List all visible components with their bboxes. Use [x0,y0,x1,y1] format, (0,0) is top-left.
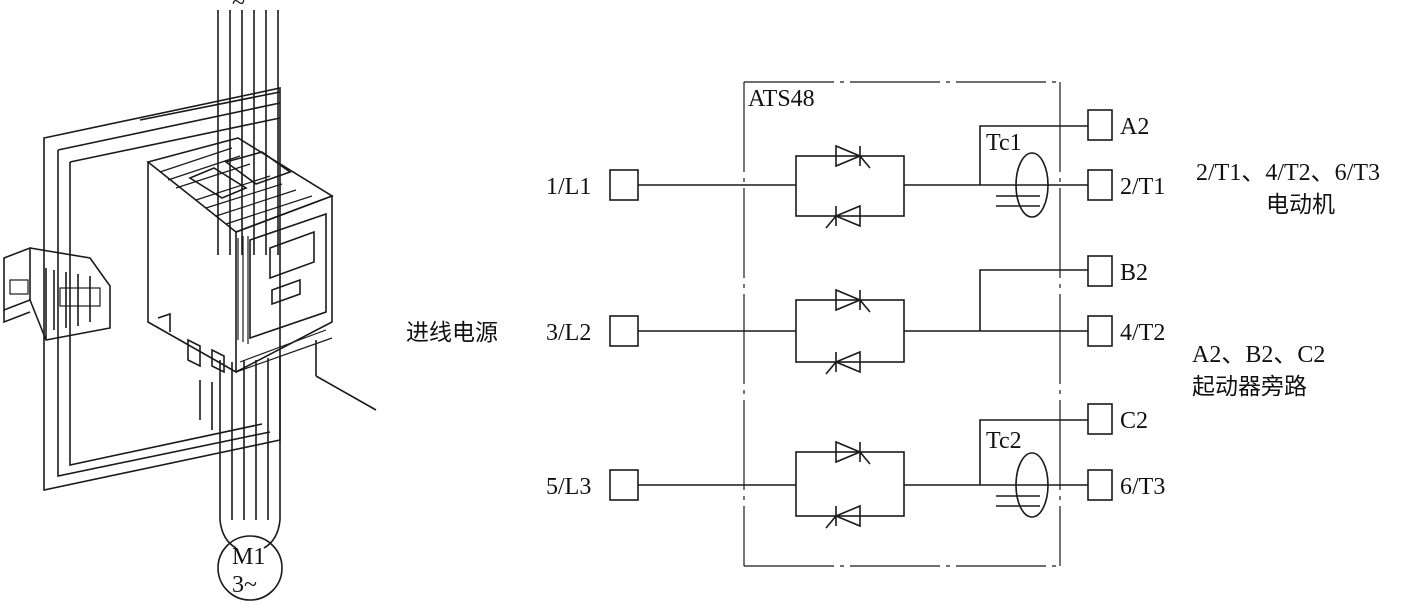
phase-1-thyristors: Tc1 [638,125,1088,229]
output-t3-label: 6/T3 [1120,474,1165,500]
bypass-contactor [3,246,111,341]
output-t2-terminal [1087,315,1113,347]
input-l3-label: 5/L3 [546,474,591,500]
output-t1-terminal [1087,169,1113,201]
phase-3-thyristors: Tc2 [638,419,1088,529]
input-l3-terminal [609,469,639,501]
annotations: 2/T1、4/T2、6/T3 电动机 A2、B2、C2 起动器旁路 [1192,160,1380,400]
input-l1-terminal [609,169,639,201]
output-t3-terminal [1087,469,1113,501]
motor-cables [199,340,377,549]
output-t1-label: 2/T1 [1120,174,1165,200]
bypass-c2-label: C2 [1120,408,1148,434]
bypass-a2-label: A2 [1120,114,1149,140]
bypass-c2-terminal [1087,403,1113,435]
bypass-note-line1: A2、B2、C2 [1192,342,1325,368]
supply-cables [217,10,279,255]
ct2-label: Tc2 [986,428,1022,454]
output-terminals: A2 2/T1 B2 4/T2 C2 6/T3 [1087,109,1165,501]
schematic-diagram: ATS48 1/L1 进线电源 3/L2 5/L3 Tc1 [406,81,1380,567]
bypass-b2-label: B2 [1120,260,1148,286]
incoming-power-label: 进线电源 [406,320,498,346]
output-t2-label: 4/T2 [1120,320,1165,346]
motor-symbol: M1 3~ [217,535,283,601]
pictorial-installation: ~ [3,0,377,601]
current-transformer-2 [1015,452,1049,518]
input-l2-terminal [609,315,639,347]
bypass-b2-terminal [1087,255,1113,287]
device-name: ATS48 [748,86,815,112]
motor-phase: 3~ [232,572,257,598]
supply-mark: ~ [232,0,245,16]
current-transformer-1 [1015,152,1049,218]
input-terminals: 1/L1 进线电源 3/L2 5/L3 [406,169,639,501]
motor-name: M1 [232,544,265,570]
soft-starter-unit [146,137,334,374]
input-l2-label: 3/L2 [546,320,591,346]
bypass-a2-terminal [1087,109,1113,141]
phase-2-thyristors [638,269,1088,375]
ct1-label: Tc1 [986,130,1022,156]
bypass-note-line2: 起动器旁路 [1192,374,1307,400]
motor-note-line2: 电动机 [1266,192,1335,218]
motor-note-line1: 2/T1、4/T2、6/T3 [1196,160,1380,186]
input-l1-label: 1/L1 [546,174,591,200]
